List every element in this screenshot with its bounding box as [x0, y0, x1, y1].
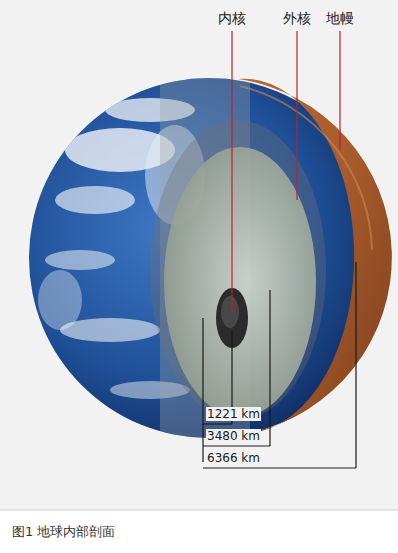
cut-shadow	[150, 120, 326, 420]
dimension-lines	[203, 262, 356, 468]
layer-name: 内核	[218, 10, 246, 27]
dimension-label: 1221 km	[206, 407, 261, 421]
layer-name: 外核	[283, 10, 311, 27]
dimension-label: 3480 km	[206, 429, 261, 443]
caption-rule	[0, 510, 398, 511]
figure-caption: 图1 地球内部剖面	[12, 524, 115, 540]
dimension-label: 6366 km	[206, 451, 261, 465]
layer-name: 地幔	[326, 10, 354, 27]
outer-core	[164, 147, 316, 417]
background-panel	[0, 0, 398, 510]
leader-lines	[232, 31, 340, 312]
